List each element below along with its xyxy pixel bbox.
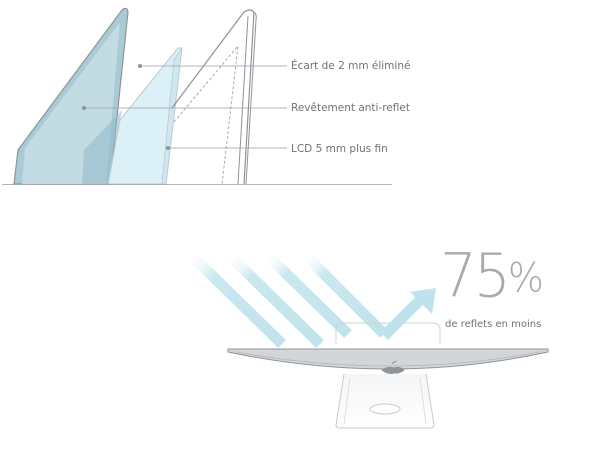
callout-leaders bbox=[82, 64, 287, 150]
cover-glass-layer bbox=[13, 7, 129, 185]
anti-reflection-layer bbox=[107, 47, 183, 185]
lcd-layer bbox=[171, 9, 257, 185]
display-top-view bbox=[227, 348, 549, 374]
stand bbox=[335, 373, 435, 429]
reflection-reduction-value: 75% bbox=[440, 243, 544, 308]
light-rays bbox=[186, 250, 388, 348]
thinner-lcd-label: LCD 5 mm plus fin bbox=[291, 143, 388, 155]
stand-back bbox=[335, 322, 441, 344]
stat-number: 75 bbox=[440, 239, 511, 312]
reflection-diagram bbox=[186, 250, 549, 429]
apple-logo-icon bbox=[381, 360, 405, 374]
stat-unit: % bbox=[507, 254, 544, 301]
exploded-layers bbox=[2, 7, 392, 185]
gap-eliminated-label: Écart de 2 mm éliminé bbox=[291, 60, 411, 72]
reflection-reduction-caption: de reflets en moins bbox=[445, 319, 542, 330]
anti-reflection-label: Revêtement anti-reflet bbox=[291, 102, 410, 114]
reflected-ray bbox=[380, 288, 436, 340]
